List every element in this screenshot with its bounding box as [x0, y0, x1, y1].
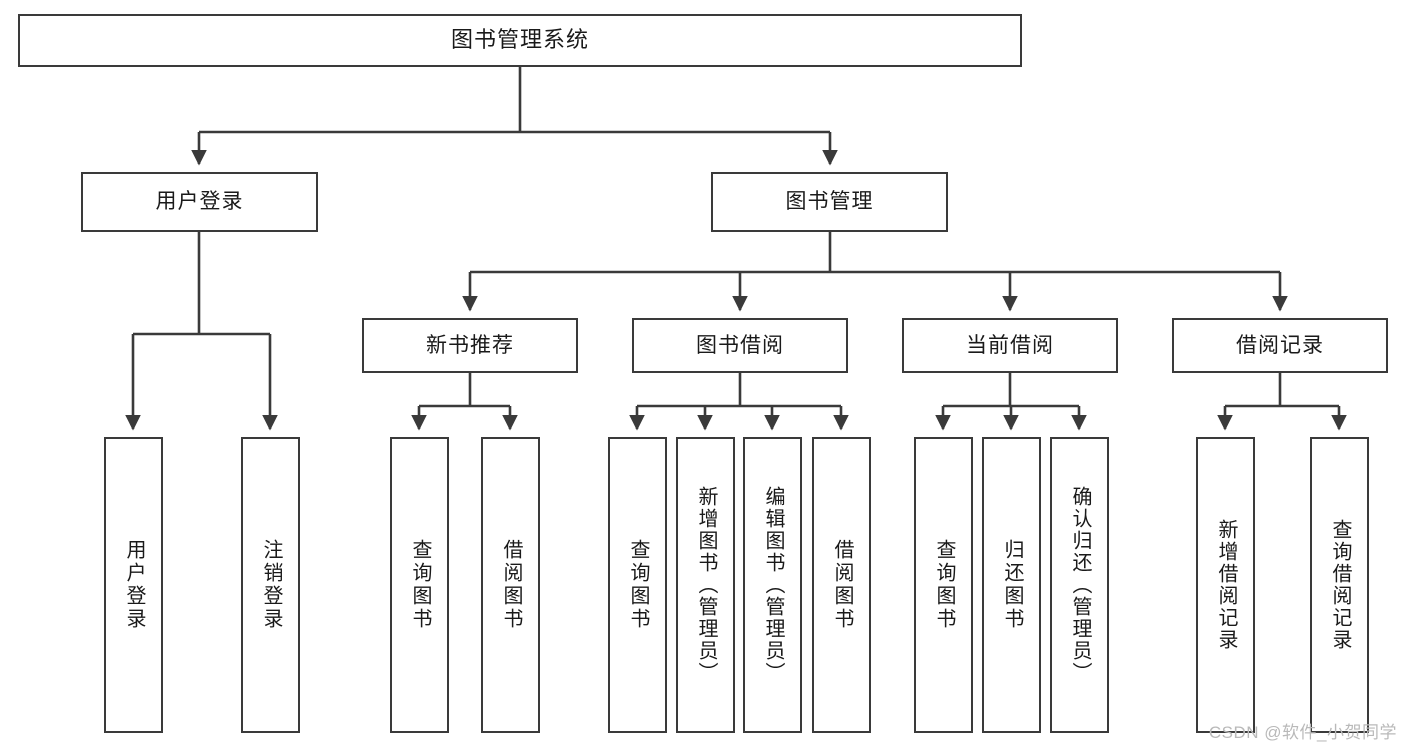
- node-label: 借阅记录: [1236, 333, 1324, 357]
- node-label: 借阅图书: [500, 539, 522, 631]
- node-leaf-query-borrow-record[interactable]: 查询借阅记录: [1310, 437, 1369, 733]
- node-label: 查询图书: [409, 539, 431, 631]
- node-leaf-borrow-book-rec[interactable]: 借阅图书: [481, 437, 540, 733]
- node-label: 确认归还（管理员）: [1069, 486, 1091, 684]
- node-label: 查询借阅记录: [1329, 519, 1351, 651]
- node-borrowing-record[interactable]: 借阅记录: [1172, 318, 1388, 373]
- node-leaf-add-borrow-record[interactable]: 新增借阅记录: [1196, 437, 1255, 733]
- node-label: 图书管理: [785, 190, 874, 214]
- node-user-login[interactable]: 用户登录: [81, 172, 318, 232]
- node-leaf-user-logout[interactable]: 注销登录: [241, 437, 300, 733]
- node-leaf-user-login[interactable]: 用户登录: [104, 437, 163, 733]
- node-new-book-recommendation[interactable]: 新书推荐: [362, 318, 578, 373]
- node-label: 图书借阅: [696, 333, 784, 357]
- node-label: 新增图书（管理员）: [695, 486, 717, 684]
- node-label: 用户登录: [155, 190, 244, 214]
- node-label: 归还图书: [1001, 539, 1023, 631]
- node-book-management[interactable]: 图书管理: [711, 172, 948, 232]
- node-leaf-edit-book-admin[interactable]: 编辑图书（管理员）: [743, 437, 802, 733]
- node-leaf-query-book-rec[interactable]: 查询图书: [390, 437, 449, 733]
- node-label: 新书推荐: [426, 333, 514, 357]
- node-label: 用户登录: [123, 539, 145, 631]
- node-label: 新增借阅记录: [1215, 519, 1237, 651]
- node-leaf-query-book-borrow[interactable]: 查询图书: [608, 437, 667, 733]
- node-leaf-return-book[interactable]: 归还图书: [982, 437, 1041, 733]
- node-label: 编辑图书（管理员）: [762, 486, 784, 684]
- node-current-borrowing[interactable]: 当前借阅: [902, 318, 1118, 373]
- node-label: 查询图书: [627, 539, 649, 631]
- node-leaf-borrow-book[interactable]: 借阅图书: [812, 437, 871, 733]
- node-leaf-query-book-current[interactable]: 查询图书: [914, 437, 973, 733]
- node-label: 查询图书: [933, 539, 955, 631]
- node-label: 借阅图书: [831, 539, 853, 631]
- node-leaf-confirm-return-admin[interactable]: 确认归还（管理员）: [1050, 437, 1109, 733]
- node-label: 图书管理系统: [450, 27, 589, 53]
- node-label: 当前借阅: [966, 333, 1054, 357]
- node-leaf-add-book-admin[interactable]: 新增图书（管理员）: [676, 437, 735, 733]
- node-label: 注销登录: [260, 539, 282, 631]
- node-book-management-system[interactable]: 图书管理系统: [18, 14, 1022, 67]
- node-book-borrowing[interactable]: 图书借阅: [632, 318, 848, 373]
